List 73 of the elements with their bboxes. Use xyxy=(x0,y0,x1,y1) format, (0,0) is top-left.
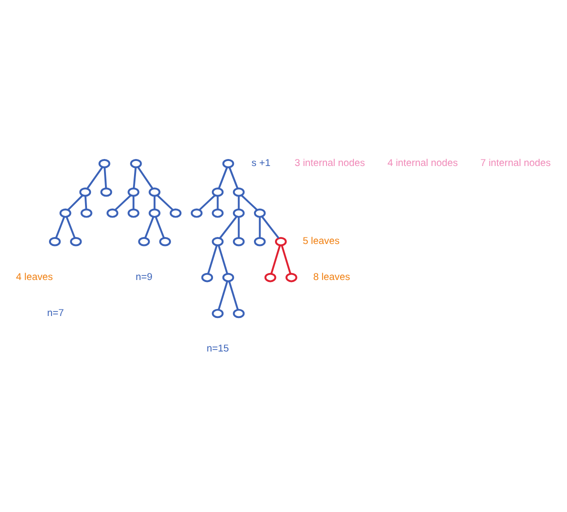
connector xyxy=(280,244,292,274)
connector xyxy=(144,216,154,238)
connector xyxy=(218,280,228,310)
connector xyxy=(86,166,104,189)
node-circle xyxy=(79,186,92,196)
node-circle xyxy=(232,236,245,246)
node-circle xyxy=(130,158,142,168)
node-circle xyxy=(48,236,61,246)
node-circle xyxy=(286,272,298,282)
connector xyxy=(238,216,240,238)
connector xyxy=(238,195,240,209)
node-circle xyxy=(254,208,266,218)
label: n=9 xyxy=(136,271,152,282)
connector xyxy=(218,244,228,274)
label: 4 leaves xyxy=(16,271,53,282)
node-circle xyxy=(190,208,203,218)
connector xyxy=(104,166,107,188)
connector xyxy=(216,195,219,209)
connector xyxy=(207,244,218,274)
node-circle xyxy=(264,272,276,282)
node-circle xyxy=(232,208,245,218)
node-circle xyxy=(148,208,160,218)
connector xyxy=(55,216,66,238)
node-circle xyxy=(212,236,224,246)
node-circle xyxy=(212,186,224,196)
node-circle xyxy=(232,186,245,196)
node-circle xyxy=(106,208,118,218)
node-circle xyxy=(148,186,160,196)
connector xyxy=(66,216,76,238)
label: n=7 xyxy=(47,307,64,318)
node-circle xyxy=(60,208,72,218)
connector xyxy=(258,216,261,238)
node-circle xyxy=(128,186,140,196)
connector xyxy=(132,166,137,188)
connector xyxy=(67,194,84,210)
label: 8 leaves xyxy=(313,271,350,282)
connector xyxy=(198,194,216,210)
connector xyxy=(114,194,132,210)
connector xyxy=(154,216,165,238)
connector xyxy=(219,216,238,238)
connector xyxy=(261,216,280,238)
connector xyxy=(137,166,154,189)
node-circle xyxy=(232,308,245,318)
node-circle xyxy=(212,308,224,318)
node-circle xyxy=(254,236,266,246)
label: s +1 xyxy=(252,157,271,168)
node-circle xyxy=(70,236,82,246)
label: 5 leaves xyxy=(302,235,340,246)
connector xyxy=(228,280,239,310)
node-circle xyxy=(201,272,214,282)
label: 7 internal nodes xyxy=(480,157,551,168)
connector xyxy=(154,195,156,209)
label: 3 internal nodes xyxy=(294,157,365,168)
connector xyxy=(218,166,228,188)
node-circle xyxy=(98,158,110,168)
node-circle xyxy=(80,208,92,218)
connector xyxy=(270,244,281,274)
connector xyxy=(228,166,238,188)
node-circle xyxy=(138,236,150,246)
node-circle xyxy=(159,236,171,246)
label: n=15 xyxy=(206,343,229,354)
node-circle xyxy=(128,208,140,218)
node-circle xyxy=(222,272,234,282)
node-circle xyxy=(100,186,112,196)
connector xyxy=(132,195,134,209)
label: 4 internal nodes xyxy=(387,157,458,168)
connector xyxy=(84,195,88,209)
connector xyxy=(156,194,174,210)
node-circle xyxy=(222,158,234,168)
node-circle xyxy=(170,208,182,218)
connector xyxy=(240,194,258,210)
node-circle xyxy=(212,208,224,218)
node-circle xyxy=(274,236,287,246)
